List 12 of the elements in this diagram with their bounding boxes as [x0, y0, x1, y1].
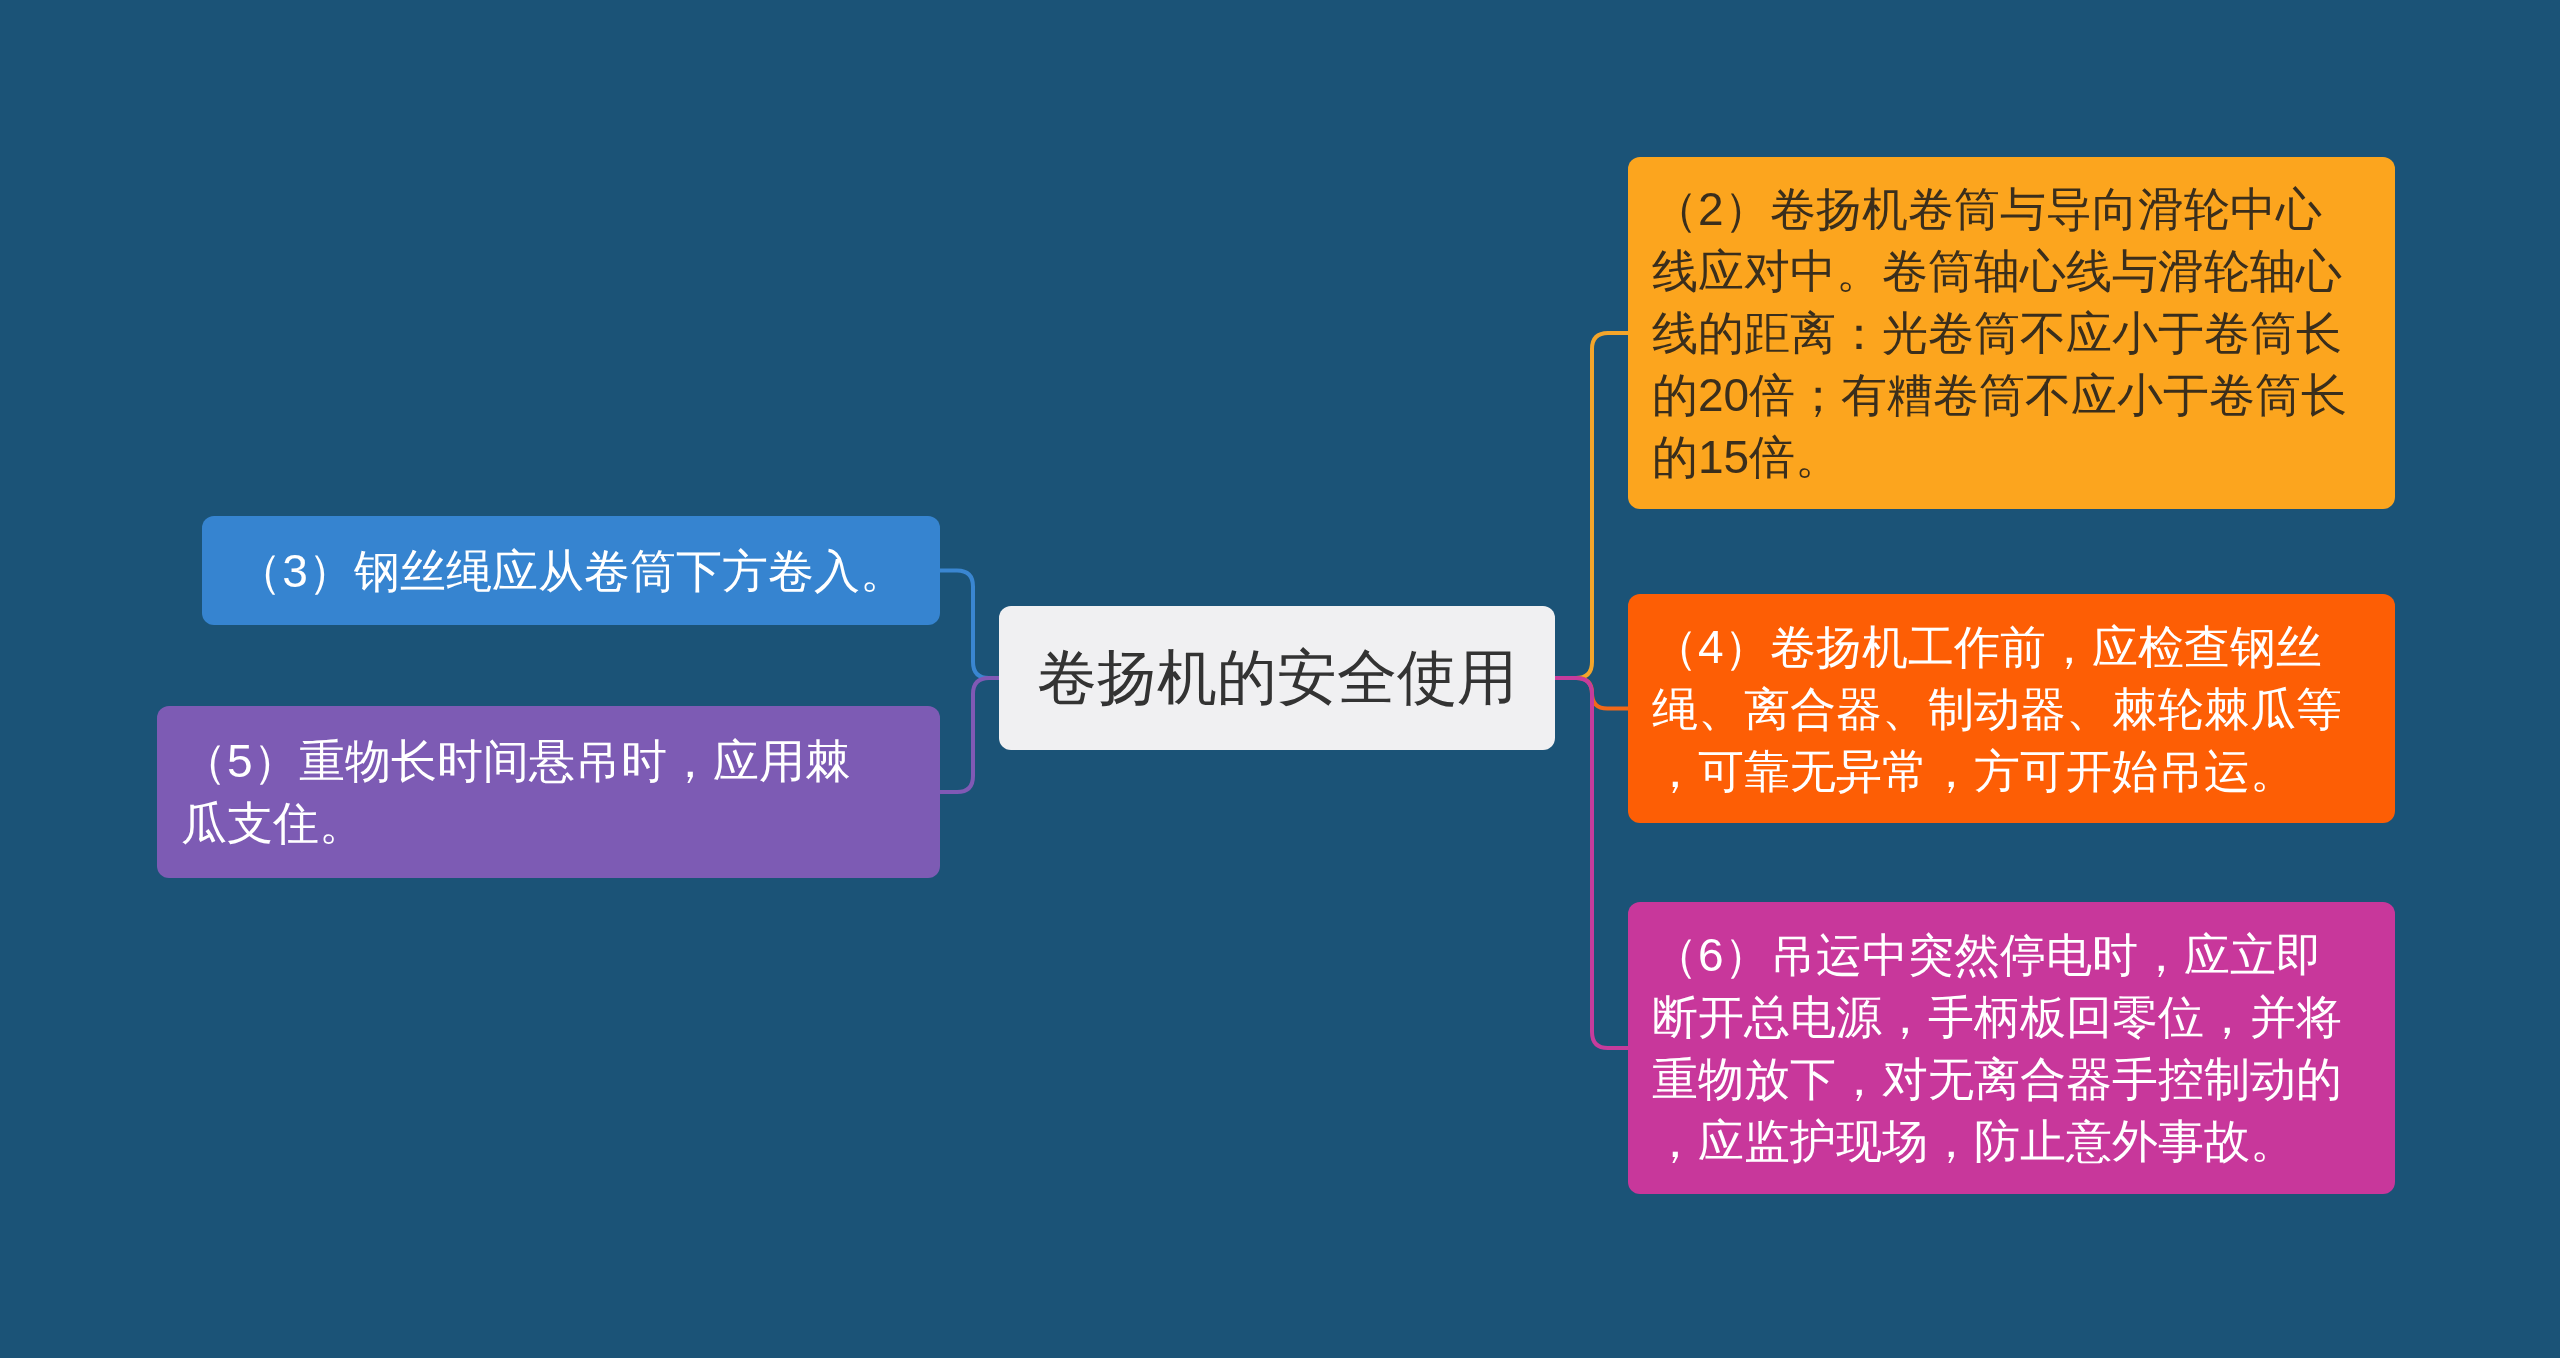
branch-topic-box — [202, 516, 940, 625]
branch-topic-box — [1628, 902, 2395, 1194]
branch-topic-box — [1628, 157, 2395, 509]
branch-topic-text: （3）钢丝绳应从卷筒下方卷入。 — [236, 543, 906, 599]
branch-topic-box — [157, 706, 940, 878]
branch-topic-text: （2）卷扬机卷筒与导向滑轮中心线应对中。卷筒轴心线与滑轮轴心线的距离：光卷筒不应小于卷筒长的20倍；有糟卷筒不应小于卷筒长的15倍。 — [1652, 182, 2349, 485]
central-topic-box — [999, 606, 1555, 750]
branch-topic-text: （5）重物长时间悬吊时，应用棘瓜支住。 — [181, 734, 852, 851]
branch-topic-text: （4）卷扬机工作前，应检查钢丝绳、离合器、制动器、棘轮棘瓜等，可靠无异常，方可开始吊运。 — [1652, 619, 2343, 799]
central-topic-text: 卷扬机的安全使用 — [1037, 643, 1517, 713]
branch-topic-box — [1628, 594, 2395, 823]
branch-topic-text: （6）吊运中突然停电时，应立即断开总电源，手柄板回零位，并将重物放下，对无离合器手控制动的，应监护现场，防止意外事故。 — [1652, 928, 2343, 1169]
